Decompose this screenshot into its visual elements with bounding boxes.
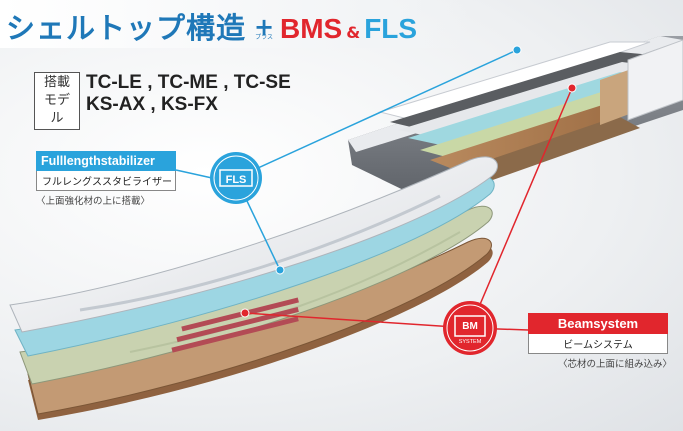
bms-badge-bottom: SYSTEM [459, 339, 482, 345]
title-band [0, 0, 470, 48]
fls-subtitle: フルレングススタビライザー [36, 171, 176, 191]
cross-section [348, 36, 683, 198]
bms-badge-top: BM [462, 321, 478, 332]
title-main: シェルトップ構造 [6, 11, 247, 45]
title-bms: BMS [280, 13, 343, 44]
plus-icon: + プラス [253, 13, 275, 41]
title-fls: FLS [364, 13, 418, 44]
bms-heading: Beamsystem [528, 313, 668, 334]
model-label-top: 搭載 [43, 75, 70, 90]
ski-layers [9, 156, 498, 420]
fls-heading: Fulllengthstabilizer [36, 151, 176, 171]
bms-subtitle: ビームシステム [528, 334, 668, 354]
fls-note: 〈上面強化材の上に搭載〉 [36, 196, 151, 207]
plus-kana: プラス [255, 34, 273, 41]
bms-callout: Beamsystem ビームシステム 〈芯材の上面に組み込み〉 [528, 313, 672, 370]
model-line-2: KS-AX , KS-FX [86, 94, 218, 115]
bms-badge-icon: BM SYSTEM [443, 301, 497, 355]
bms-note: 〈芯材の上面に組み込み〉 [557, 359, 672, 370]
model-label-bottom: モデル [43, 93, 70, 126]
model-label: 搭載 モデル [34, 72, 80, 130]
fls-badge-text: FLS [226, 174, 247, 186]
plus-symbol: + [253, 13, 275, 41]
page-title: シェルトップ構造 + プラス BMS & FLS [6, 5, 417, 47]
fls-callout: Fulllengthstabilizer フルレングススタビライザー 〈上面強化… [36, 151, 176, 207]
fls-badge-icon: FLS [210, 152, 262, 204]
model-lines: TC-LE , TC-ME , TC-SE KS-AX , KS-FX [86, 72, 291, 130]
title-amp: & [346, 23, 361, 42]
model-list: 搭載 モデル TC-LE , TC-ME , TC-SE KS-AX , KS-… [34, 72, 291, 130]
model-line-1: TC-LE , TC-ME , TC-SE [86, 72, 291, 93]
callout-lines [175, 45, 577, 331]
